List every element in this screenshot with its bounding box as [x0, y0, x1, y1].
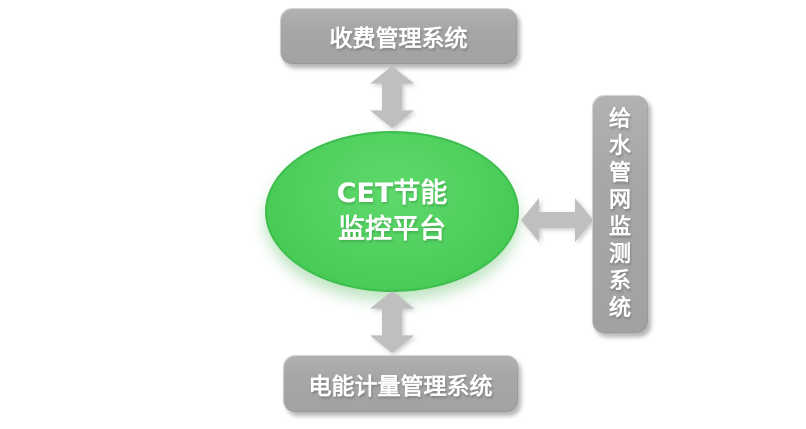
bidirectional-arrow-top-icon [370, 66, 414, 128]
cet-platform-label-line1: CET节能 [336, 177, 448, 209]
cet-platform-label-line2: 监控平台 [338, 213, 446, 245]
node-cet-platform: CET节能 监控平台 [265, 131, 519, 292]
node-energy-metering-label: 电能计量管理系统 [308, 373, 493, 400]
node-water-network-monitoring-system: 给水管网监测系统 [592, 95, 648, 333]
node-water-network-label: 给水管网监测系统 [608, 107, 631, 321]
bidirectional-arrow-bottom-icon [370, 291, 414, 353]
node-energy-metering-management-system: 电能计量管理系统 [283, 355, 518, 412]
node-fee-management-label: 收费管理系统 [329, 26, 468, 52]
node-fee-management-system: 收费管理系统 [280, 8, 517, 64]
bidirectional-arrow-right-icon [521, 198, 593, 242]
